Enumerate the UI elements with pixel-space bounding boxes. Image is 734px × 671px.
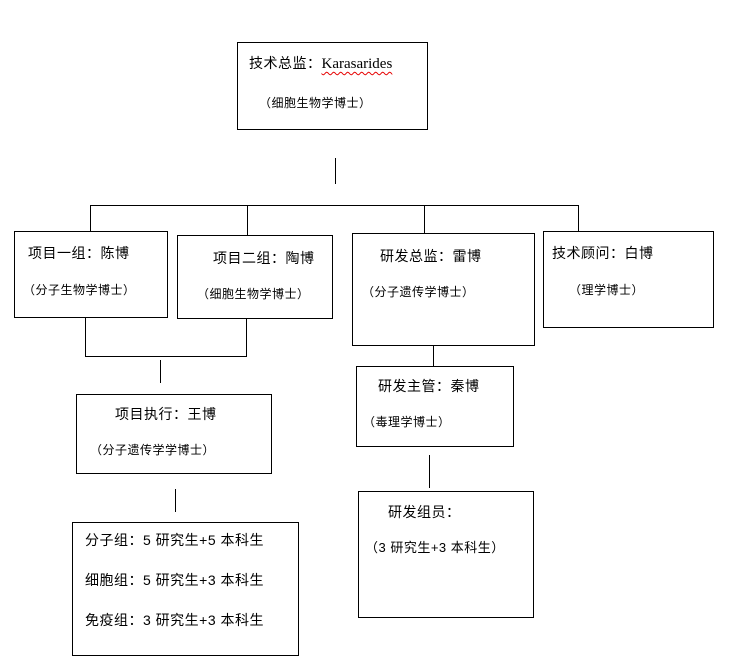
connector-line — [90, 205, 579, 206]
node-title-prefix: 技术总监： — [249, 55, 322, 71]
node-tech-director[interactable]: 技术总监：Karasarides （细胞生物学博士） — [237, 42, 428, 130]
group-line-immune: 免疫组：3 研究生+3 本科生 — [85, 612, 265, 628]
node-tech-advisor[interactable]: 技术顾问：白博 （理学博士） — [543, 231, 714, 328]
spellchecked-name: Karasarides — [321, 56, 393, 72]
node-team1[interactable]: 项目一组：陈博 （分子生物学博士） — [14, 231, 168, 318]
connector-line — [247, 206, 248, 235]
connector-line — [175, 489, 176, 512]
node-rd-members[interactable]: 研发组员： （3 研究生+3 本科生） — [358, 491, 534, 618]
node-groups[interactable]: 分子组：5 研究生+5 本科生 细胞组：5 研究生+3 本科生 免疫组：3 研究… — [72, 522, 299, 656]
node-title: 研发总监：雷博 — [380, 248, 482, 264]
group-line-molecular: 分子组：5 研究生+5 本科生 — [85, 532, 265, 548]
connector-line — [90, 206, 91, 231]
node-subtitle: （分子生物学博士） — [23, 283, 136, 297]
connector-line — [246, 319, 247, 356]
connector-line — [429, 455, 430, 488]
connector-line — [160, 360, 161, 383]
node-subtitle: （分子遗传学博士） — [362, 285, 475, 299]
connector-line — [424, 206, 425, 233]
connector-line — [433, 346, 434, 366]
node-subtitle: （毒理学博士） — [363, 415, 451, 429]
node-rd-manager[interactable]: 研发主管：秦博 （毒理学博士） — [356, 366, 514, 447]
node-title: 研发组员： — [388, 504, 461, 520]
connector-line — [85, 318, 86, 357]
node-subtitle: （细胞生物学博士） — [259, 96, 372, 110]
node-title: 项目执行：王博 — [115, 406, 217, 422]
connector-line — [85, 356, 247, 357]
node-rd-director[interactable]: 研发总监：雷博 （分子遗传学博士） — [352, 233, 535, 346]
node-title: 项目二组：陶博 — [213, 250, 315, 266]
connector-line — [335, 158, 336, 184]
node-title: 项目一组：陈博 — [28, 245, 130, 261]
node-subtitle: （3 研究生+3 本科生） — [365, 540, 505, 555]
node-subtitle: （分子遗传学学博士） — [90, 443, 216, 457]
node-team2[interactable]: 项目二组：陶博 （细胞生物学博士） — [177, 235, 333, 319]
node-subtitle: （理学博士） — [569, 283, 645, 297]
connector-line — [578, 206, 579, 231]
node-project-exec[interactable]: 项目执行：王博 （分子遗传学学博士） — [76, 394, 272, 474]
node-title: 研发主管：秦博 — [378, 378, 480, 394]
node-title: 技术总监：Karasarides — [249, 55, 392, 73]
node-title: 技术顾问：白博 — [552, 245, 654, 261]
node-subtitle: （细胞生物学博士） — [197, 287, 310, 301]
group-line-cell: 细胞组：5 研究生+3 本科生 — [85, 572, 265, 588]
